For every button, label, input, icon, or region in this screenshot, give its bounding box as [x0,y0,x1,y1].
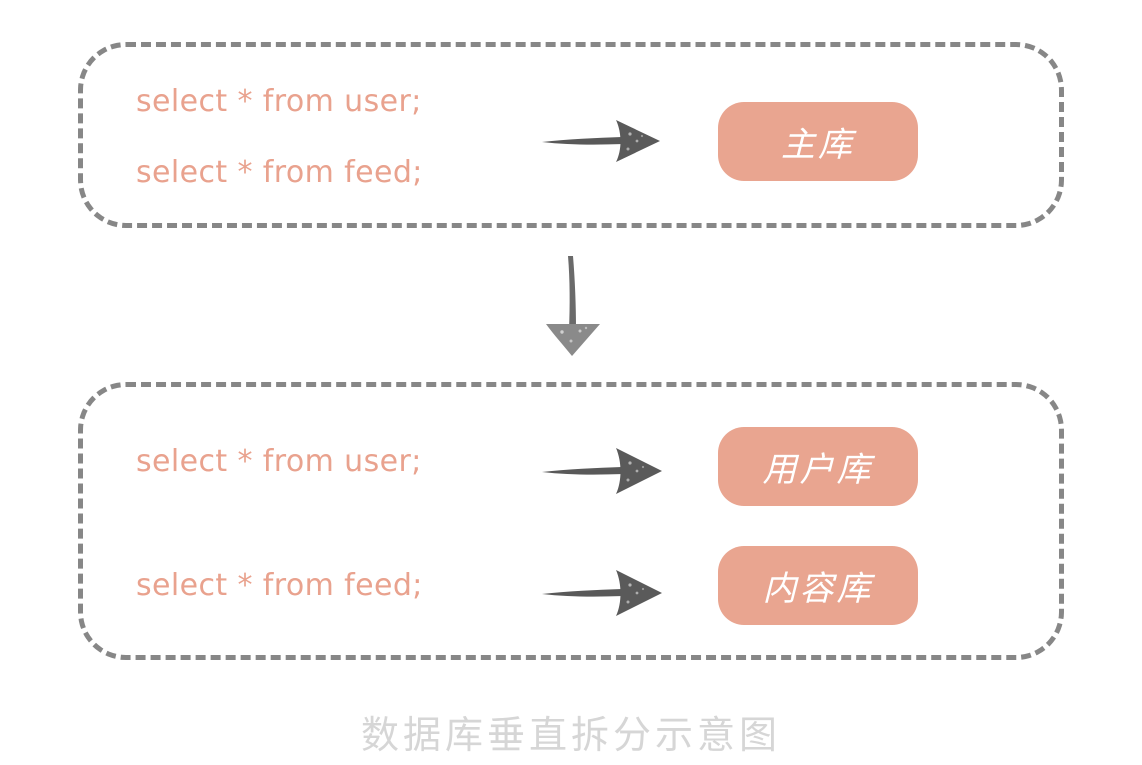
arrow-right-icon [538,562,668,627]
database-pill-content: 内容库 [718,546,918,625]
database-pill-user-label: 用户库 [762,450,874,490]
sql-statement-feed-before: select * from feed; [136,155,423,190]
database-pill-main: 主库 [718,102,918,181]
sql-statement-feed-after: select * from feed; [136,568,423,603]
diagram-caption: 数据库垂直拆分示意图 [360,713,781,757]
database-pill-main-label: 主库 [781,125,855,165]
sql-statement-user-before: select * from user; [136,84,422,119]
database-pill-content-label: 内容库 [762,569,874,609]
before-split-group [78,42,1064,228]
arrow-down-icon [538,252,608,367]
database-pill-user: 用户库 [718,427,918,506]
sql-statement-user-after: select * from user; [136,444,422,479]
arrow-right-icon [538,110,668,175]
arrow-right-icon [538,440,668,505]
after-split-group [78,382,1064,660]
